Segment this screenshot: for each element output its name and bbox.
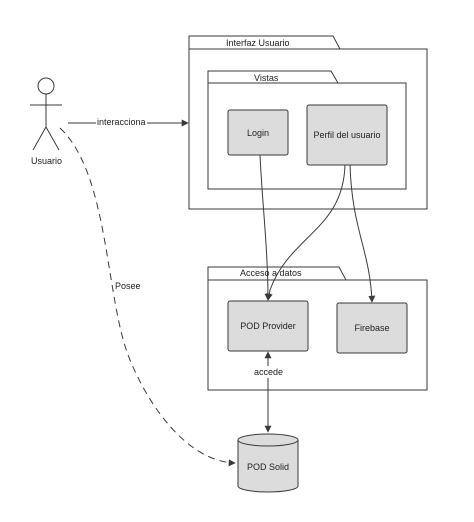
edge-posee-label: Posee xyxy=(114,280,142,292)
firebase-box[interactable] xyxy=(336,302,408,354)
actor-label: Usuario xyxy=(31,156,63,166)
actor-left-leg xyxy=(32,126,47,151)
firebase-label: Firebase xyxy=(354,323,390,333)
edge-login-to-provider xyxy=(259,154,272,301)
login-box[interactable] xyxy=(227,109,289,156)
pod-provider-label: POD Provider xyxy=(240,321,296,331)
edge-perfil-to-provider xyxy=(265,164,346,301)
pod-solid-cylinder-body xyxy=(237,440,299,493)
package-acceso-datos-label: Acceso a datos xyxy=(240,268,302,278)
actor-right-leg xyxy=(45,126,60,151)
actor-figure[interactable] xyxy=(30,77,62,151)
pod-solid-label: POD Solid xyxy=(246,462,290,472)
pod-provider-box[interactable] xyxy=(227,300,309,352)
edge-accede-label: accede xyxy=(253,366,285,378)
package-interfaz-usuario-label: Interfaz Usuario xyxy=(226,38,290,48)
pod-solid-database[interactable] xyxy=(237,433,299,493)
package-vistas-label: Vistas xyxy=(254,73,279,83)
pod-solid-cylinder-top xyxy=(237,433,299,447)
package-acceso-datos-tab xyxy=(207,266,347,281)
edge-interacciona-label: interacciona xyxy=(96,116,147,128)
package-interfaz-usuario-tab xyxy=(188,35,341,50)
perfil-usuario-label: Perfil del usuario xyxy=(313,130,381,140)
package-vistas-tab xyxy=(207,70,339,84)
perfil-usuario-box[interactable] xyxy=(306,104,388,166)
edge-perfil-to-firebase xyxy=(349,164,376,303)
edge-posee-line xyxy=(59,127,236,467)
login-label: Login xyxy=(246,127,270,138)
actor-head xyxy=(37,77,55,95)
